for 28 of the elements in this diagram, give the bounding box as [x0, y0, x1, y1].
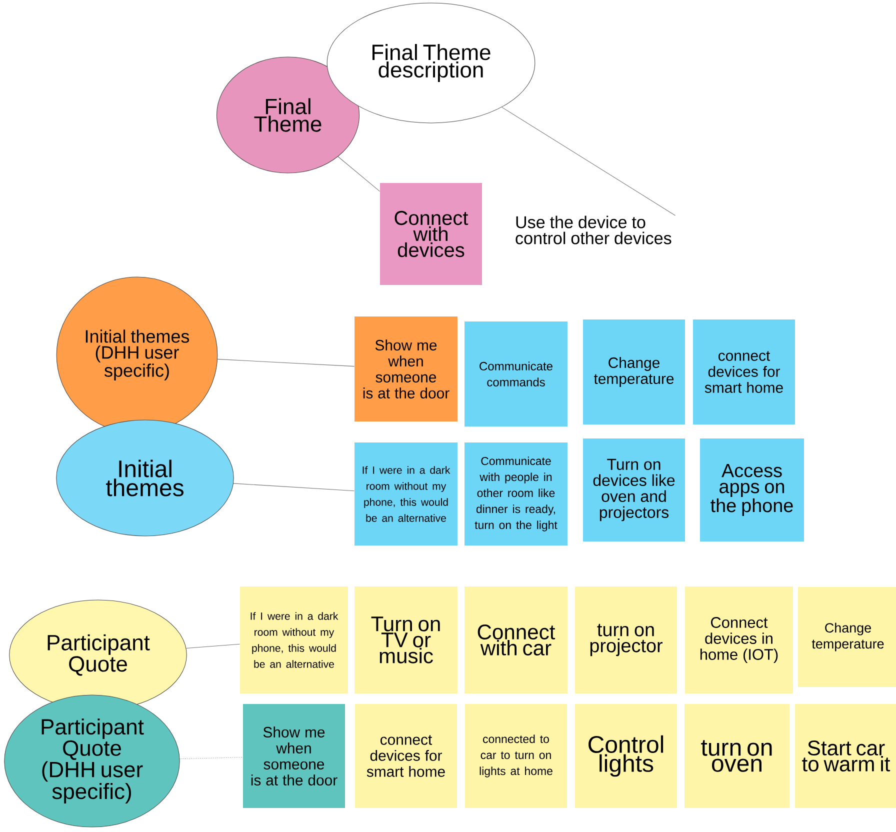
sticky-note: Communicate commands [464, 321, 568, 427]
sticky-note: Start car to warm it [795, 704, 896, 808]
connector-line [180, 757, 243, 760]
sticky-note: Show me when someone is at the door [354, 316, 458, 422]
sticky-note: Turn on devices like oven and projectors [583, 438, 685, 542]
connector-line [502, 106, 676, 216]
connector-line [186, 644, 240, 649]
sticky-note: connect devices for smart home [355, 704, 457, 808]
sticky-note: Turn on TV or music [354, 586, 458, 694]
sticky-note: Change temperature [798, 587, 896, 687]
connector-line [233, 483, 355, 492]
sticky-note: turn on oven [684, 704, 790, 808]
sticky-note: Connect with car [464, 586, 568, 694]
sticky-note: If I were in a dark room without my phone, this would be an alternative [240, 586, 348, 694]
sticky-note: Control lights [575, 704, 677, 808]
sticky-note: Connect with devices [380, 183, 482, 285]
connector-line [217, 358, 355, 367]
sticky-note: Connect devices in home (IOT) [685, 586, 793, 694]
note-text: Use the device to control other devices [516, 216, 672, 244]
sticky-note: Communicate with people in other room like dinner is ready, turn on the light [464, 442, 568, 546]
sticky-note: turn on projector [575, 586, 677, 694]
sticky-note: Access apps on the phone [700, 438, 804, 542]
sticky-note: If I were in a dark room without my phone, this would be an alternative [354, 442, 458, 546]
sticky-note: Change temperature [583, 319, 685, 425]
sticky-note: connected to car to turn on lights at home [465, 704, 567, 808]
connector-line [338, 156, 380, 192]
sticky-note: Show me when someone is at the door [243, 704, 345, 808]
sticky-note: connect devices for smart home [693, 319, 795, 425]
